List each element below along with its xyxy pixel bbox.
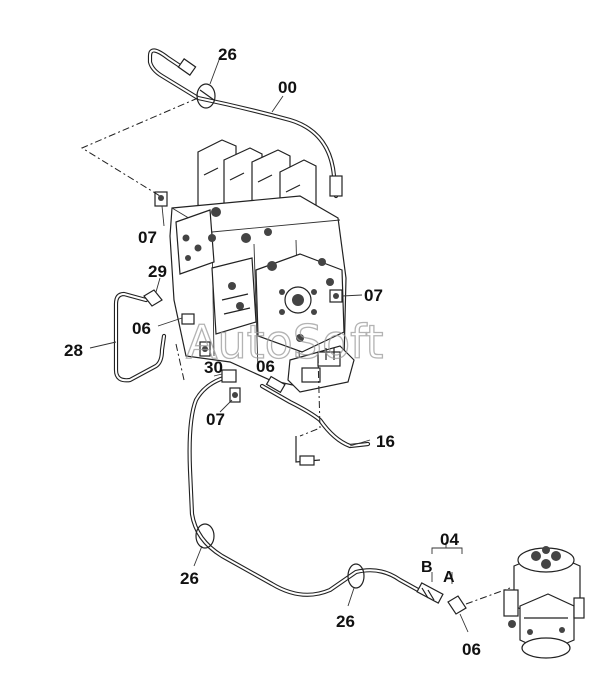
callout-end-b: B [421,559,433,576]
callout-adapter-right: 07 [364,286,383,305]
callout-fitting-right: 06 [462,640,481,659]
hose-00 [147,48,343,199]
callout-fitting-mid: 06 [256,357,275,376]
hose-16 [259,375,371,466]
callout-clamp-top: 26 [218,45,237,64]
callout-hose-00: 00 [278,78,297,97]
callout-fitting-left: 06 [132,319,151,338]
fittings [143,191,467,615]
callout-pipe-28: 28 [64,341,83,360]
callout-clamp-lower-left: 26 [180,569,199,588]
hose-04 [187,373,444,604]
control-valve-assembly [169,139,355,393]
pipe-28 [113,291,167,383]
steering-unit [503,546,585,659]
callout-adapter-top: 07 [138,228,157,247]
callout-hose-16: 16 [376,432,395,451]
watermark: AutoSoft [186,315,384,369]
leader-lines [80,59,511,633]
callout-elbow-29: 29 [148,262,167,281]
callout-fitting-30: 30 [204,358,223,377]
clamp-top [196,83,216,109]
clamp-lower-mid [347,563,365,589]
clamp-lower-left [195,523,215,549]
callout-clamp-lower-mid: 26 [336,612,355,631]
callout-adapter-lower: 07 [206,410,225,429]
callout-end-a: A [443,569,455,586]
callout-hose-04: 04 [440,530,459,549]
